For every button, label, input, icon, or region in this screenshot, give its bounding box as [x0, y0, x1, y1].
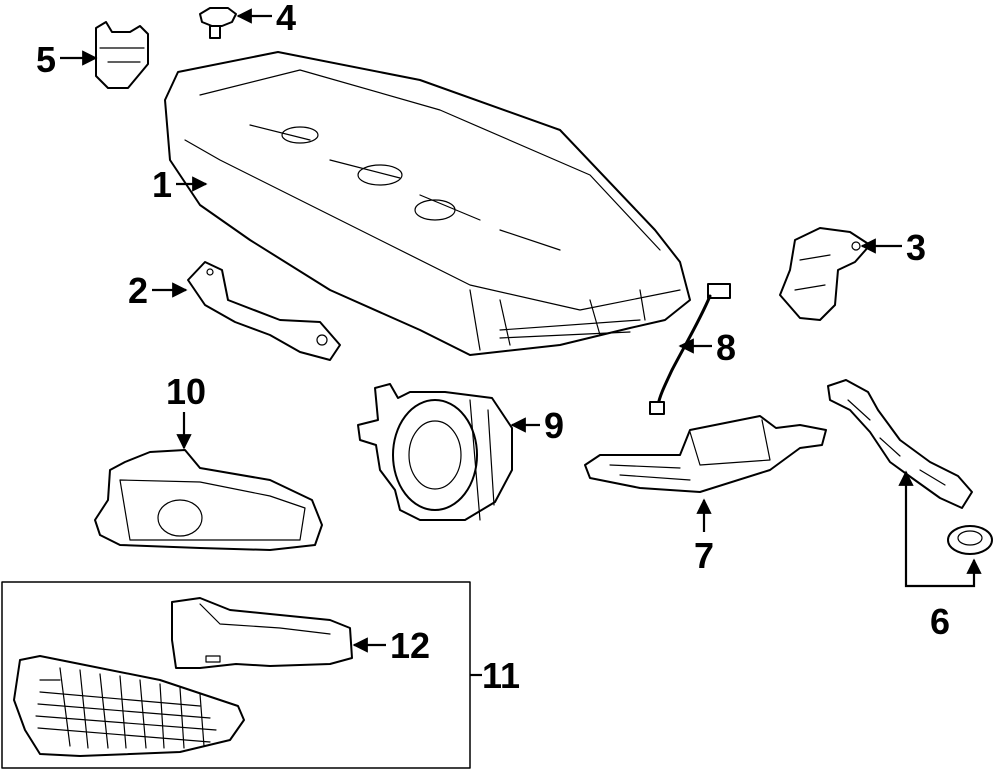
part-3-bracket: [779, 227, 871, 321]
part-12-cover-plate: [171, 597, 353, 669]
svg-text:4: 4: [276, 0, 296, 38]
part-9-fan: [357, 383, 513, 521]
callout-7: 7: [694, 498, 714, 576]
svg-text:11: 11: [482, 655, 520, 696]
svg-text:1: 1: [152, 164, 172, 205]
callout-6: 6: [898, 470, 982, 642]
svg-text:7: 7: [694, 535, 714, 576]
callout-2: 2: [128, 270, 188, 311]
callout-11: 11: [470, 655, 520, 696]
svg-text:8: 8: [716, 327, 736, 368]
part-1-battery-assembly: [164, 51, 691, 356]
callout-10: 10: [166, 371, 206, 450]
svg-text:5: 5: [36, 39, 56, 80]
callout-12: 12: [352, 625, 430, 666]
svg-text:2: 2: [128, 270, 148, 311]
callout-3: 3: [860, 227, 926, 268]
callout-1: 1: [152, 164, 208, 205]
part-4-sensor: [199, 7, 237, 39]
part-10-fog-lamp: [94, 449, 323, 551]
callout-4: 4: [236, 0, 296, 38]
svg-text:12: 12: [390, 625, 430, 666]
callout-5: 5: [36, 39, 98, 80]
svg-text:3: 3: [906, 227, 926, 268]
part-11-grille: [13, 655, 245, 757]
callout-8: 8: [678, 327, 736, 368]
part-8-cable: [649, 283, 731, 415]
part-2-bracket: [187, 261, 341, 361]
part-7-tray: [584, 415, 827, 493]
part-5-relay: [95, 21, 149, 89]
svg-text:6: 6: [930, 601, 950, 642]
svg-text:9: 9: [544, 405, 564, 446]
svg-text:10: 10: [166, 371, 206, 412]
part-6-duct: [827, 379, 993, 555]
callout-9: 9: [510, 405, 564, 446]
